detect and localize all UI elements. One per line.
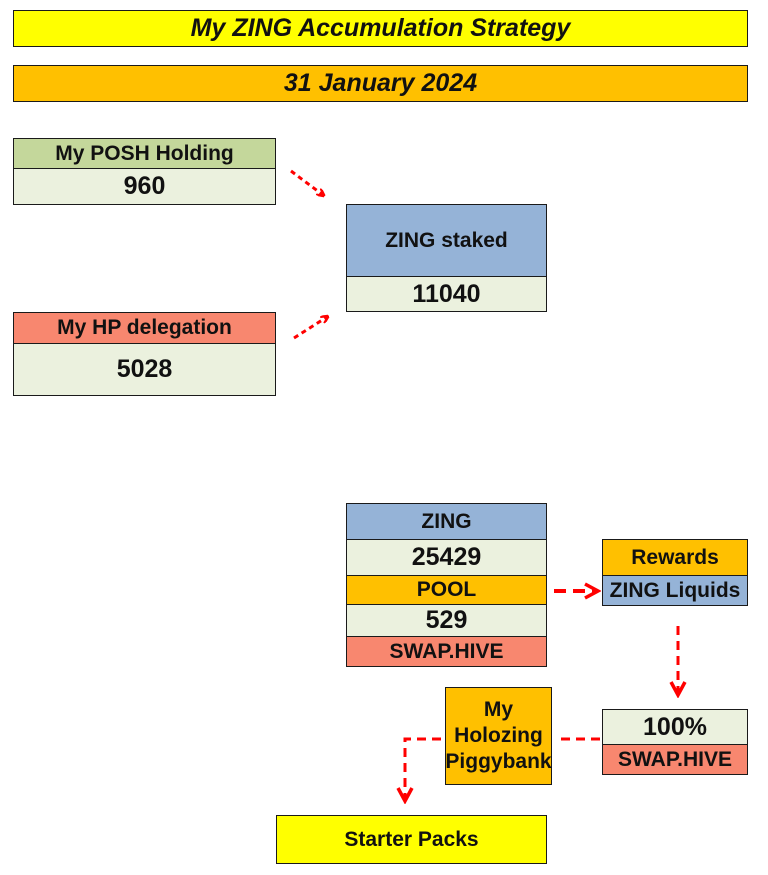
- date-banner: 31 January 2024: [13, 65, 748, 102]
- piggybank-box: My Holozing Piggybank: [445, 687, 552, 785]
- starter-packs-box: Starter Packs: [276, 815, 547, 864]
- arrow-piggybank-to-starter: [405, 737, 441, 800]
- pool-swap-hive-label: SWAP.HIVE: [346, 636, 547, 667]
- arrow-posh-to-staked: [290, 169, 323, 195]
- rewards-label: Rewards: [602, 539, 748, 576]
- page-title: My ZING Accumulation Strategy: [13, 10, 748, 47]
- zing-staked-value: 11040: [346, 276, 547, 312]
- pool-value: 529: [346, 604, 547, 637]
- arrow-hp-to-staked: [293, 317, 327, 340]
- posh-holding-value: 960: [13, 168, 276, 205]
- zing-staked-label: ZING staked: [346, 204, 547, 277]
- zing-liquids-label: ZING Liquids: [602, 575, 748, 606]
- conversion-percent: 100%: [602, 709, 748, 745]
- hp-delegation-label: My HP delegation: [13, 312, 276, 344]
- hp-delegation-value: 5028: [13, 343, 276, 396]
- pool-label: POOL: [346, 575, 547, 605]
- pool-zing-label: ZING: [346, 503, 547, 540]
- posh-holding-label: My POSH Holding: [13, 138, 276, 169]
- pool-zing-value: 25429: [346, 539, 547, 576]
- conversion-swap-hive-label: SWAP.HIVE: [602, 744, 748, 775]
